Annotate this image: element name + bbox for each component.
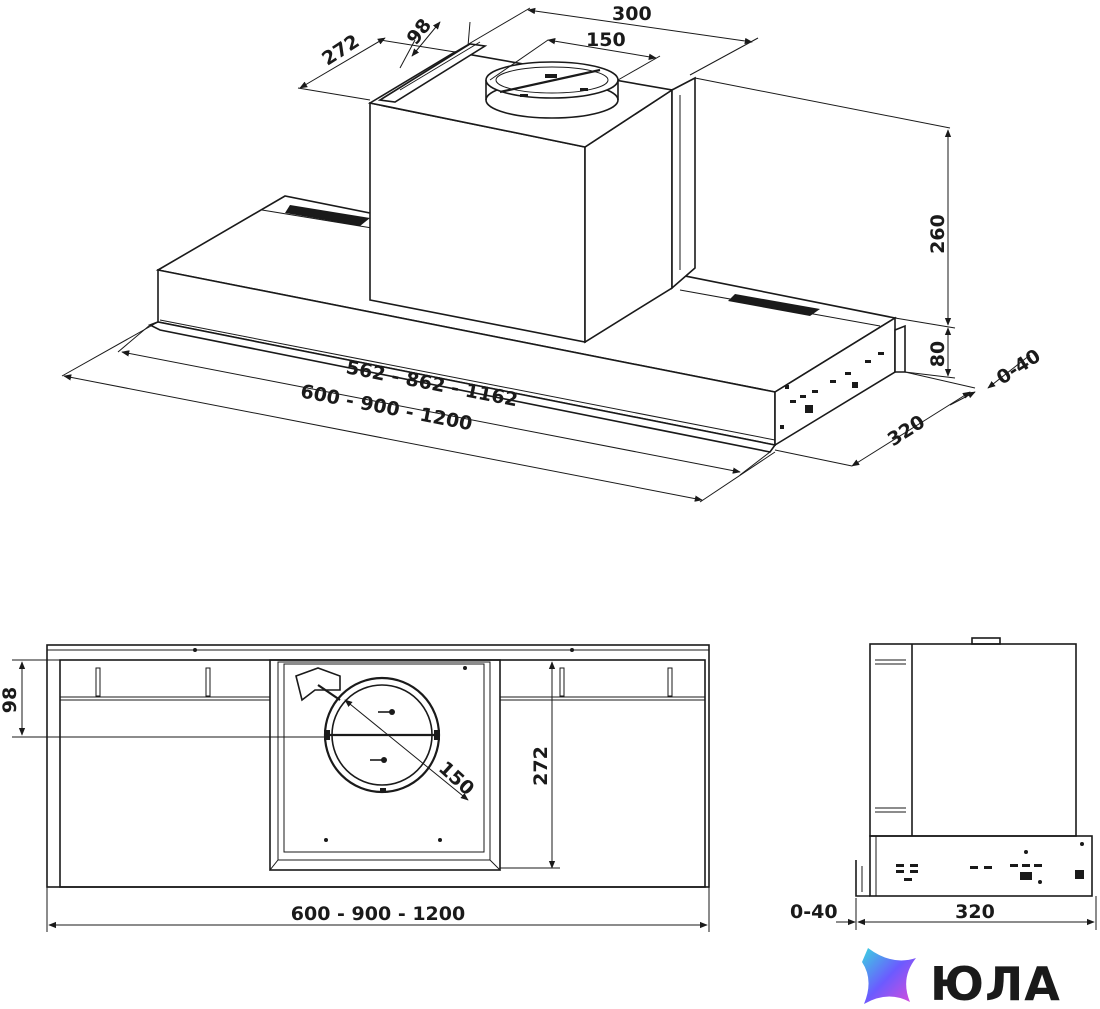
side-vents [780,352,884,429]
svg-text:150: 150 [434,757,478,800]
svg-text:320: 320 [884,411,929,451]
damper-flap [295,667,341,702]
svg-text:272: 272 [530,746,552,786]
svg-text:320: 320 [955,901,995,923]
dim-260: 260 [694,77,956,329]
plan-duct-circle [323,676,441,794]
dim-80: 80 [904,327,956,379]
dim-150-plan: 150 [344,699,478,801]
dim-272-plan: 272 [500,661,560,869]
dim-320-side: 320 [857,896,1097,930]
svg-text:98: 98 [402,15,436,49]
rear-slot-left [285,205,370,226]
svg-text:0-40: 0-40 [790,901,838,923]
plan-outline [46,644,710,888]
svg-text:300: 300 [612,3,652,25]
side-body [869,835,1093,897]
brand-logo: ЮЛА [862,948,1061,1009]
dim-0-40-side: 0-40 [790,898,857,930]
dim-150: 150 [489,29,661,81]
rear-flange [671,76,696,290]
svg-text:150: 150 [586,29,626,51]
svg-text:98: 98 [0,687,21,713]
rear-slot-right [728,294,820,316]
side-vents-2 [896,842,1084,884]
logo-star-icon [862,948,916,1004]
svg-text:260: 260 [927,214,949,254]
svg-text:600 - 900 - 1200: 600 - 900 - 1200 [291,903,465,925]
duct-collar [485,61,619,119]
dim-300: 300 [454,3,759,76]
svg-text:80: 80 [927,341,949,367]
svg-text:ЮЛА: ЮЛА [930,957,1061,1009]
isometric-view: 300 150 98 272 260 [61,3,1045,503]
plan-view: 150 98 272 600 - 900 - 1200 [0,644,710,932]
side-motor-box [869,643,1077,837]
dim-98-plan: 98 [0,659,330,738]
dim-width-plan: 600 - 900 - 1200 [46,887,710,932]
side-view: 0-40 320 [790,637,1097,930]
svg-text:0-40: 0-40 [993,345,1045,389]
